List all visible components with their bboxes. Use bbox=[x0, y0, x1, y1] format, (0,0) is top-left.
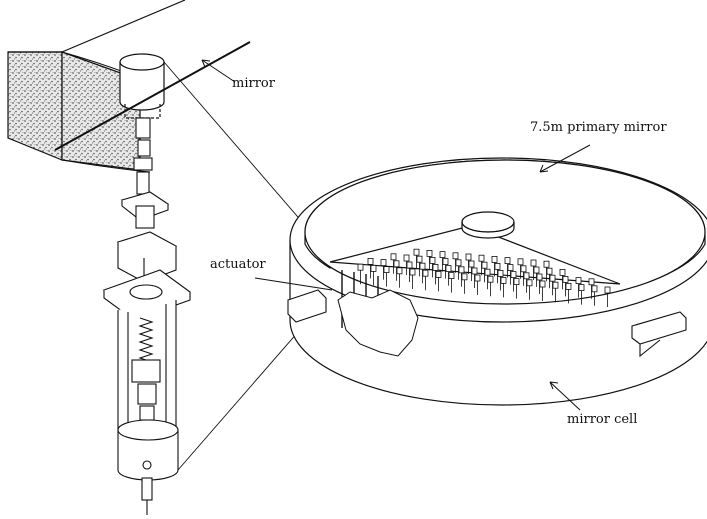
actuator-unit bbox=[604, 286, 611, 294]
actuator-unit bbox=[533, 266, 540, 274]
actuator-unit bbox=[474, 274, 481, 282]
actuator-unit bbox=[507, 264, 514, 272]
actuator-unit bbox=[445, 265, 452, 273]
actuator-unit bbox=[588, 278, 595, 286]
actuator-unit bbox=[429, 256, 436, 264]
actuator-unit bbox=[591, 285, 598, 293]
actuator-unit bbox=[419, 262, 426, 270]
actuator-unit bbox=[517, 258, 524, 266]
mirror-mount-cylinder bbox=[119, 53, 165, 119]
actuator-unit bbox=[526, 279, 533, 287]
actuator-unit bbox=[484, 268, 491, 276]
actuator-unit bbox=[471, 267, 478, 275]
actuator-unit bbox=[416, 255, 423, 263]
actuator-unit bbox=[413, 248, 420, 256]
cell-cutaway bbox=[337, 289, 419, 357]
actuator-unit bbox=[546, 267, 553, 275]
actuator-unit bbox=[481, 261, 488, 269]
actuator-unit bbox=[432, 263, 439, 271]
actuator-unit bbox=[478, 254, 485, 262]
actuator-unit bbox=[513, 278, 520, 286]
actuator-unit bbox=[393, 260, 400, 268]
actuator-unit bbox=[367, 257, 374, 265]
leader-arrows bbox=[201, 59, 591, 411]
actuator-unit bbox=[452, 252, 459, 260]
actuator-unit bbox=[403, 254, 410, 262]
actuator-unit bbox=[539, 280, 546, 288]
actuator-unit bbox=[390, 253, 397, 261]
actuator-unit bbox=[562, 275, 569, 283]
actuator-unit bbox=[552, 281, 559, 289]
actuator-unit bbox=[455, 259, 462, 267]
actuator-unit bbox=[448, 272, 455, 280]
actuator-unit bbox=[536, 273, 543, 281]
actuator-unit bbox=[497, 269, 504, 277]
actuator-unit bbox=[439, 251, 446, 259]
actuator-unit bbox=[426, 249, 433, 257]
actuator-unit bbox=[530, 259, 537, 267]
support-rod bbox=[54, 41, 251, 151]
actuator-unit bbox=[458, 266, 465, 274]
actuator-unit bbox=[383, 266, 390, 274]
label-mirror: mirror bbox=[232, 76, 275, 91]
actuator-unit bbox=[549, 274, 556, 282]
actuator-unit bbox=[406, 261, 413, 269]
label-actuator: actuator bbox=[210, 257, 266, 272]
actuator-unit bbox=[520, 265, 527, 273]
actuator-unit bbox=[468, 260, 475, 268]
actuator-unit bbox=[461, 273, 468, 281]
actuator-unit bbox=[543, 260, 550, 268]
primary-mirror bbox=[304, 159, 706, 305]
actuator-unit bbox=[370, 264, 377, 272]
actuator-unit bbox=[422, 269, 429, 277]
actuator-unit bbox=[559, 268, 566, 276]
actuator-unit bbox=[380, 259, 387, 267]
actuator-unit bbox=[494, 262, 501, 270]
cell-brackets bbox=[287, 289, 687, 358]
actuator-unit bbox=[442, 258, 449, 266]
actuator-unit bbox=[357, 263, 364, 271]
actuator-unit bbox=[578, 284, 585, 292]
label-primary-mirror: 7.5m primary mirror bbox=[530, 120, 667, 135]
actuator-unit bbox=[504, 257, 511, 265]
label-mirror-cell: mirror cell bbox=[567, 412, 638, 427]
actuator-assembly bbox=[102, 117, 192, 515]
actuator-unit bbox=[435, 270, 442, 278]
actuator-unit bbox=[487, 275, 494, 283]
actuator-unit bbox=[565, 282, 572, 290]
actuator-unit bbox=[396, 267, 403, 275]
actuator-unit bbox=[465, 253, 472, 261]
actuator-unit bbox=[510, 271, 517, 279]
actuator-unit bbox=[523, 272, 530, 280]
actuator-unit bbox=[575, 277, 582, 285]
actuator-unit bbox=[491, 255, 498, 263]
actuator-grid bbox=[341, 248, 611, 334]
actuator-unit bbox=[409, 268, 416, 276]
actuator-unit bbox=[500, 276, 507, 284]
